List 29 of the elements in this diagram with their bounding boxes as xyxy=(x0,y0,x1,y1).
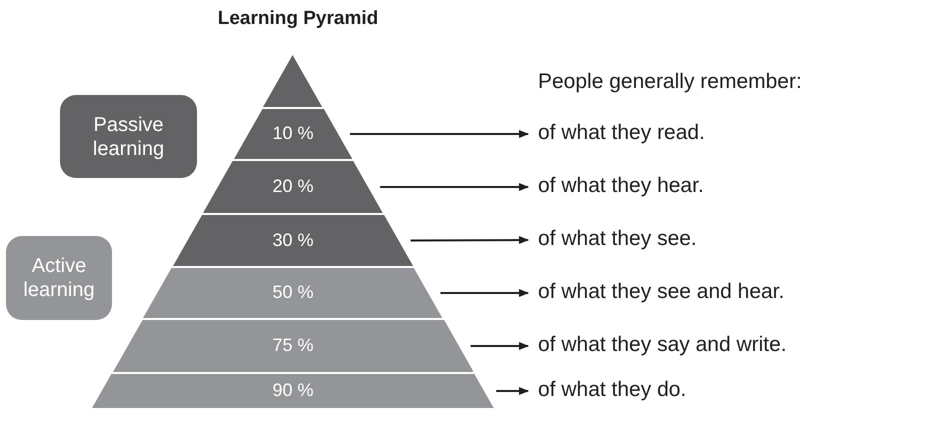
pyramid-band xyxy=(112,320,474,372)
pyramid-band xyxy=(92,374,494,408)
percentage-text: 90 % xyxy=(271,380,314,401)
active-learning-tag: Active learning xyxy=(6,236,112,320)
pyramid-band xyxy=(172,215,414,266)
pyramid-band xyxy=(234,109,352,159)
pyramid-band xyxy=(203,161,383,213)
percentage-text: 50 % xyxy=(271,282,314,303)
statement-text: of what they do. xyxy=(538,378,686,402)
pyramid-apex xyxy=(263,55,323,107)
arrow xyxy=(410,236,529,244)
arrow xyxy=(470,342,529,350)
arrow xyxy=(496,387,529,395)
statement-text: of what they read. xyxy=(538,121,705,145)
statement-text: of what they say and write. xyxy=(538,333,787,357)
arrow xyxy=(440,289,529,297)
percentage-text: 10 % xyxy=(271,123,314,144)
percentage-text: 75 % xyxy=(271,335,314,356)
heading-text: People generally remember: xyxy=(538,70,802,94)
arrow xyxy=(380,183,529,191)
statement-text: of what they see. xyxy=(538,227,697,251)
passive-learning-tag: Passive learning xyxy=(60,95,197,178)
percentage-text: 20 % xyxy=(271,176,314,197)
pyramid-band xyxy=(143,268,443,318)
arrow xyxy=(350,130,529,138)
statement-text: of what they see and hear. xyxy=(538,280,784,304)
percentage-text: 30 % xyxy=(271,230,314,250)
diagram-title: Learning Pyramid xyxy=(216,8,380,30)
statement-text: of what they hear. xyxy=(538,174,704,198)
